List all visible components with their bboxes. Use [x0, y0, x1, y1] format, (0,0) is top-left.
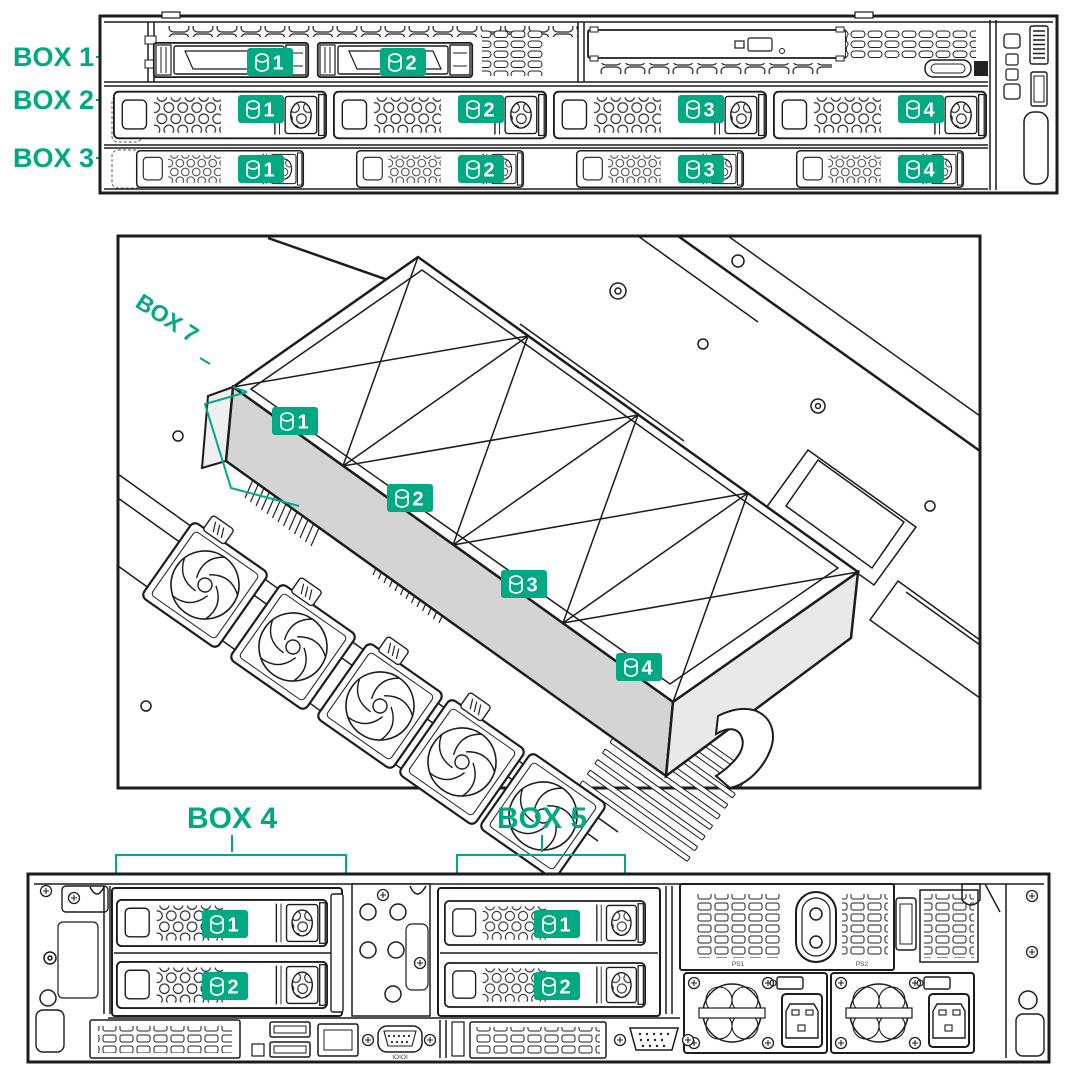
drive-badge: 1 — [237, 94, 285, 124]
drive-badge: 3 — [500, 569, 548, 599]
chassis-edge — [677, 234, 981, 453]
vga-port — [613, 1027, 695, 1051]
svg-text:1: 1 — [227, 915, 238, 937]
optical-drive-bay — [587, 26, 847, 74]
front-box1-row: 1 2 — [152, 22, 988, 82]
drive-badge: 2 — [457, 94, 505, 124]
svg-text:4: 4 — [923, 160, 935, 182]
vent-block — [482, 30, 544, 76]
ps1-label: PS1 — [732, 961, 745, 968]
front-panel — [989, 20, 1049, 190]
drive-badge: 2 — [533, 971, 581, 1001]
ps2-label: PS2 — [856, 961, 869, 968]
drive-badge: 3 — [677, 94, 725, 124]
asset-tag-slot — [1023, 111, 1049, 185]
drive-badge: 3 — [677, 154, 725, 184]
svg-text:3: 3 — [703, 160, 714, 182]
drive-badge: 2 — [386, 483, 434, 513]
drive-badge: 1 — [201, 909, 249, 939]
rear-box4-cage: 1 2 — [111, 887, 344, 1017]
cage-latch-handle — [714, 707, 774, 790]
serial-port: IOIOI — [361, 1025, 437, 1061]
health-led — [1005, 53, 1019, 66]
drive-badge: 1 — [533, 909, 581, 939]
nic-led — [1005, 68, 1019, 81]
ilo-port — [974, 61, 988, 76]
front-view: BOX 1 BOX 2 BOX 3 — [13, 11, 1059, 195]
svg-text:2: 2 — [412, 489, 423, 511]
latch-hook — [961, 883, 981, 906]
drive-badge: 1 — [237, 154, 285, 184]
internal-view: 1 2 3 4 BOX 7 — [116, 234, 982, 882]
cage-truss — [232, 256, 859, 703]
svg-text:2: 2 — [483, 160, 494, 182]
front-box2-row: 1 2 3 4 — [113, 90, 987, 140]
rear-view: BOX 4 BOX 5 1 2 — [26, 802, 1051, 1064]
chassis-screws — [140, 254, 936, 712]
svg-text:3: 3 — [703, 100, 714, 122]
drive-badge: 2 — [457, 154, 505, 184]
drive-badge: 4 — [897, 94, 945, 124]
pci-riser-cage — [764, 448, 918, 587]
power-bay — [868, 579, 981, 700]
serial-label: IOIOI — [392, 1054, 408, 1061]
drive-badge: 2 — [201, 971, 249, 1001]
front-box3-row: 1 2 3 4 — [135, 150, 965, 188]
rear-box5-cage: 1 2 — [437, 887, 661, 1017]
power-supply-2 — [831, 973, 974, 1053]
svg-text:2: 2 — [483, 100, 494, 122]
power-supply-1 — [684, 973, 827, 1053]
lff-drive-tray — [553, 90, 767, 140]
power-button — [1003, 33, 1021, 49]
svg-text:1: 1 — [559, 915, 570, 937]
svg-text:1: 1 — [297, 412, 308, 434]
rear-io-strip: IOIOI — [89, 1017, 695, 1061]
drive-badge: 4 — [897, 154, 945, 184]
svg-text:4: 4 — [923, 100, 935, 122]
svg-text:2: 2 — [227, 977, 238, 999]
rear-right-zone — [895, 883, 1045, 1058]
uid-button — [1003, 83, 1021, 100]
eject-button — [734, 40, 745, 49]
svg-text:4: 4 — [641, 658, 653, 680]
svg-text:2: 2 — [405, 53, 416, 75]
lff-drive-tray — [773, 90, 987, 140]
box4-label: BOX 4 — [187, 802, 277, 835]
drive-badge: 1 — [246, 47, 294, 77]
lff-drive-tray — [333, 90, 547, 140]
drive-badge: 2 — [379, 47, 427, 77]
box2-label: BOX 2 — [13, 85, 94, 115]
cage-end-face — [664, 569, 860, 779]
box7-drive-cage: 1 2 3 4 — [200, 255, 861, 790]
vent-strip — [166, 26, 578, 37]
svg-text:1: 1 — [263, 160, 274, 182]
box3-label: BOX 3 — [13, 143, 94, 173]
lff-drive-tray — [113, 90, 327, 140]
svg-text:2: 2 — [559, 977, 570, 999]
box5-label: BOX 5 — [497, 802, 587, 835]
rear-left-panel — [35, 884, 111, 1053]
drive-badge: 4 — [615, 652, 663, 682]
drive-badge: 1 — [271, 406, 319, 436]
svg-text:1: 1 — [263, 100, 274, 122]
rear-vent-panel: PS1 PS2 — [679, 883, 895, 971]
rear-center-plate — [351, 883, 431, 1017]
box1-label: BOX 1 — [13, 42, 94, 72]
svg-text:1: 1 — [272, 53, 283, 75]
svg-text:3: 3 — [526, 575, 537, 597]
vent-block — [846, 28, 976, 58]
